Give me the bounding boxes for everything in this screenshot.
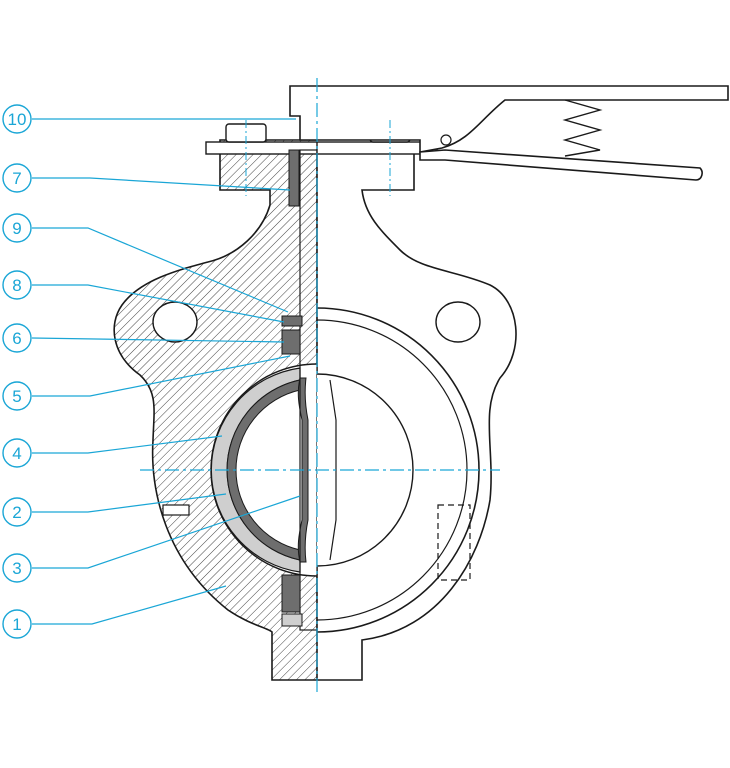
top-flange-right: [317, 141, 438, 155]
leader-2: [32, 493, 227, 513]
leader-lines: [31, 118, 301, 625]
callout-8: 8: [2, 270, 32, 300]
callout-label-10: 10: [8, 110, 27, 129]
lug-hole-left: [152, 301, 198, 343]
leader-4: [32, 435, 223, 454]
leader-9: [32, 227, 289, 313]
centerlines: [140, 78, 500, 692]
disc-face: [317, 373, 414, 567]
valve-body-section: [113, 123, 317, 681]
callout-bubbles: 10 7 9 8 6 5 4 2: [2, 104, 32, 639]
callout-label-8: 8: [12, 276, 21, 295]
upper-bushing: [281, 315, 303, 327]
handle-lower-lever: [419, 149, 703, 181]
valve-body-exterior: [317, 123, 517, 681]
callout-9: 9: [2, 213, 32, 243]
lug-hole-right: [435, 301, 481, 343]
handle-body: [289, 85, 729, 153]
callout-label-4: 4: [12, 444, 21, 463]
leader-1: [32, 585, 227, 625]
callout-label-5: 5: [12, 387, 21, 406]
leader-7: [32, 177, 291, 191]
callout-label-9: 9: [12, 219, 21, 238]
leader-8: [32, 284, 285, 323]
lever-handle: [289, 85, 729, 181]
bottom-nut: [162, 504, 190, 516]
pivot-pin: [440, 134, 452, 146]
stem-packing: [288, 149, 300, 207]
callout-6: 6: [2, 323, 32, 353]
lower-bushing: [281, 613, 303, 627]
callout-10: 10: [2, 104, 32, 134]
callout-4: 4: [2, 438, 32, 468]
o-ring-lower: [281, 574, 301, 613]
leader-3: [32, 495, 301, 569]
callout-label-6: 6: [12, 329, 21, 348]
callout-label-2: 2: [12, 503, 21, 522]
callout-label-1: 1: [12, 615, 21, 634]
latch-spring: [562, 99, 603, 157]
callout-2: 2: [2, 497, 32, 527]
callout-7: 7: [2, 163, 32, 193]
callout-label-3: 3: [12, 559, 21, 578]
hidden-lug-dashed: [437, 504, 471, 581]
callout-label-7: 7: [12, 169, 21, 188]
callout-1: 1: [2, 609, 32, 639]
callout-3: 3: [2, 553, 32, 583]
o-ring-upper: [281, 329, 301, 355]
stem-section: [299, 149, 317, 631]
callout-5: 5: [2, 381, 32, 411]
leader-6: [31, 337, 285, 343]
leader-5: [32, 355, 291, 397]
